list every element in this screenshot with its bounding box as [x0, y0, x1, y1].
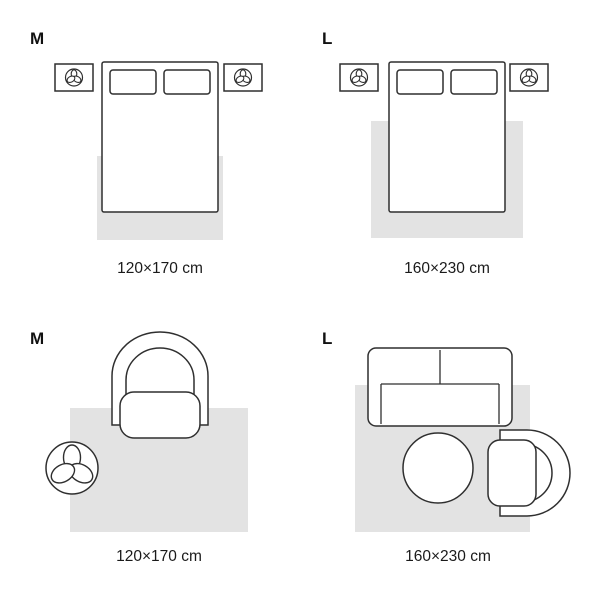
nightstand-right	[223, 63, 263, 92]
bed-frame	[388, 61, 506, 213]
panel-living-m: M 120×170 cm	[30, 329, 248, 565]
plant-icon	[519, 68, 539, 87]
nightstand-right	[509, 63, 549, 92]
nightstand-left	[339, 63, 379, 92]
panel-living-l: L 160×230 cm	[322, 329, 571, 565]
plant-icon	[45, 441, 99, 495]
nightstand-left	[54, 63, 94, 92]
size-caption: 160×230 cm	[404, 260, 490, 277]
sofa-body	[367, 347, 513, 427]
bed	[101, 61, 219, 213]
size-caption: 120×170 cm	[116, 548, 202, 565]
size-caption: 120×170 cm	[117, 260, 203, 277]
pillow-right	[450, 69, 498, 95]
coffee-table	[402, 432, 474, 504]
plant-icon	[349, 68, 369, 87]
armchair-back	[111, 331, 209, 426]
bed	[388, 61, 506, 213]
size-label: M	[30, 329, 44, 348]
armchair-back	[499, 429, 571, 517]
panel-bedroom-m: M 120×170 cm	[30, 29, 263, 277]
plant-icon	[64, 68, 84, 87]
armchair-seat	[487, 439, 537, 507]
size-label: L	[322, 329, 332, 348]
size-label: M	[30, 29, 44, 48]
pillow-left	[109, 69, 157, 95]
pillow-right	[163, 69, 211, 95]
size-caption: 160×230 cm	[405, 548, 491, 565]
sofa	[367, 347, 513, 427]
armchair	[111, 331, 209, 439]
bed-frame	[101, 61, 219, 213]
armchair	[487, 429, 571, 517]
armchair-seat	[119, 391, 201, 439]
panel-bedroom-l: L 160×230 cm	[322, 29, 549, 277]
plant-icon	[233, 68, 253, 87]
size-label: L	[322, 29, 332, 48]
pillow-left	[396, 69, 444, 95]
